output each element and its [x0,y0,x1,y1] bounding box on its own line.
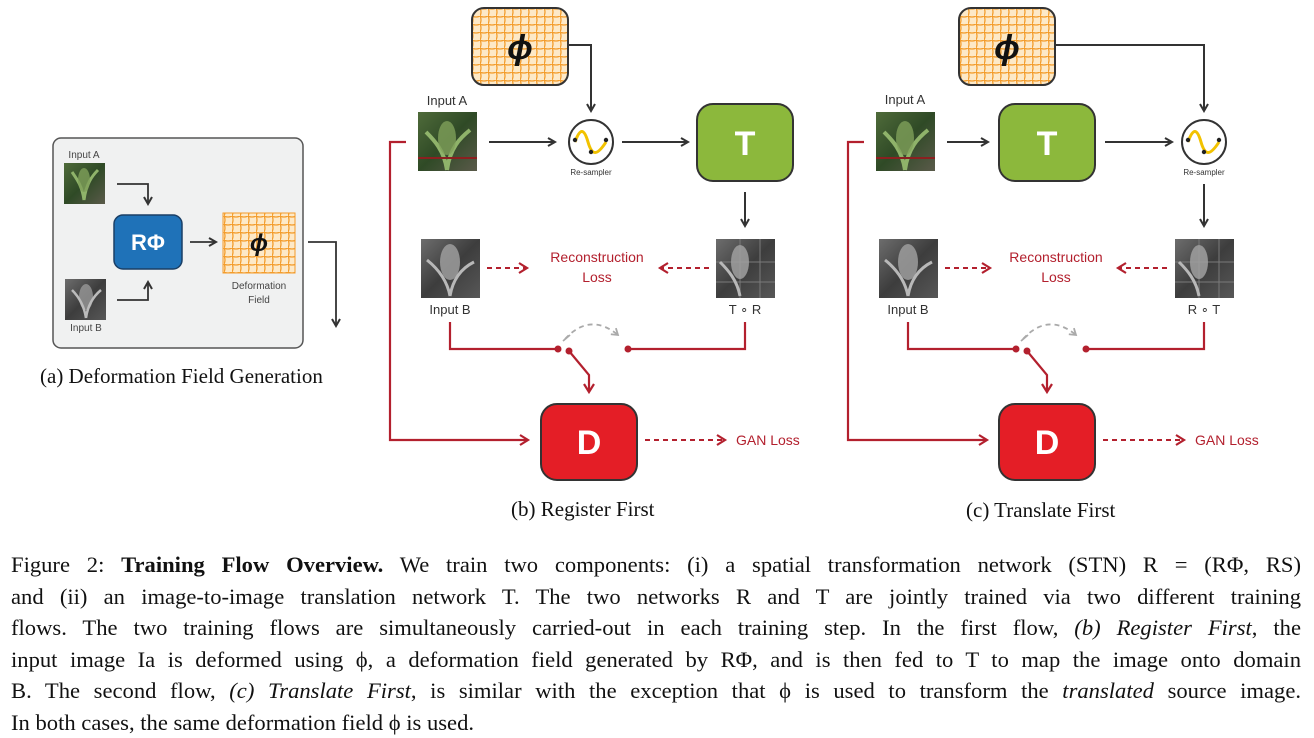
panel-c: ϕ Input A T Re-sampler Input B [848,8,1259,480]
panel-a-input-a-label: Input A [68,150,99,161]
panel-c-caption: (c) Translate First [966,498,1115,523]
panel-a: Input A Input B RΦ ϕ Deformation Field [53,138,336,348]
caption-figure-label: Figure 2: [11,552,104,577]
panel-c-input-b-image [879,239,938,298]
caption-line-6-text: In both cases, the same deformation fiel… [11,710,474,735]
panel-b-output-label: T ∘ R [729,302,761,317]
panel-b-gan-loss-label: GAN Loss [736,432,800,448]
caption-title: Training Flow Overview. [121,552,383,577]
caption-line-3-a: flows. The two training flows are simult… [11,615,1058,640]
panel-c-d-label: D [1035,424,1060,462]
panel-c-output-image [1175,239,1234,298]
panel-c-red-line-input-b [908,322,1016,349]
caption-line-5: B. The second flow, (c) Translate First,… [11,675,1301,707]
panel-a-caption: (a) Deformation Field Generation [40,364,323,389]
panel-b-arrow-phi-to-resampler [568,45,591,111]
panel-c-red-line-output [1086,322,1204,349]
caption-line-6: In both cases, the same deformation fiel… [11,707,1301,738]
panel-b-red-line-output [628,322,745,349]
caption-line-4: input image Ia is deformed using ϕ, a de… [11,644,1301,676]
panel-c-phi-label: ϕ [994,29,1020,67]
panel-c-gan-loss-label: GAN Loss [1195,432,1259,448]
deformation-field-label-line2: Field [248,295,270,306]
panel-b: ϕ Input A Re-sampler T Input B [390,8,800,480]
panel-c-switch-icon [1013,324,1090,392]
panel-b-resampler-sine-icon [569,120,613,164]
caption-line-2-text: and (ii) an image-to-image translation n… [11,584,1301,609]
training-flow-figure: Input A Input B RΦ ϕ Deformation Field ϕ [0,0,1314,530]
panel-c-arrow-phi-to-resampler [1055,45,1204,111]
caption-register-first-ref: (b) Register First [1074,615,1251,640]
panel-a-input-b-image [65,279,106,320]
panel-c-resampler-label: Re-sampler [1183,168,1225,177]
panel-b-phi-label: ϕ [507,29,533,67]
caption-line-1-text: We train two components: (i) a spatial t… [400,552,1301,577]
caption-translate-first-ref: (c) Translate First [229,678,411,703]
caption-translated-word: translated [1062,678,1154,703]
caption-line-5-c: , is similar with the exception that ϕ i… [411,678,1049,703]
panel-b-d-label: D [577,424,602,462]
panel-b-input-b-label: Input B [429,302,470,317]
panel-b-resampler-label: Re-sampler [570,168,612,177]
panel-a-input-a-image [64,163,105,204]
panel-c-input-a-label: Input A [885,92,926,107]
caption-line-2: and (ii) an image-to-image translation n… [11,581,1301,613]
caption-line-3-c: , the [1252,615,1301,640]
panel-a-output-arrow [308,242,336,326]
panel-b-t-label: T [735,125,756,163]
figure-caption: Figure 2: Training Flow Overview. We tra… [11,549,1301,738]
panel-b-input-a-label: Input A [427,93,468,108]
panel-a-phi-label: ϕ [250,230,268,257]
caption-line-1: Figure 2: Training Flow Overview. We tra… [11,549,1301,581]
caption-line-5-e: source image. [1168,678,1301,703]
panel-b-reconstruction-label-line1: Reconstruction [550,249,643,265]
panel-b-caption: (b) Register First [511,497,654,522]
r-phi-label: RΦ [131,230,165,255]
panel-b-output-image [716,239,775,298]
panel-c-output-label: R ∘ T [1188,302,1221,317]
panel-c-input-a-image [876,112,935,171]
panel-c-input-b-label: Input B [887,302,928,317]
panel-c-resampler-sine-icon [1182,120,1226,164]
panel-b-input-b-image [421,239,480,298]
caption-line-5-a: B. The second flow, [11,678,216,703]
caption-line-3: flows. The two training flows are simult… [11,612,1301,644]
panel-a-input-b-label: Input B [70,323,102,334]
panel-b-switch-icon [555,324,632,392]
panel-c-reconstruction-label-line2: Loss [1041,269,1071,285]
panel-c-reconstruction-label-line1: Reconstruction [1009,249,1102,265]
deformation-field-label-line1: Deformation [232,281,286,292]
panel-c-t-label: T [1037,125,1058,163]
panel-b-reconstruction-label-line2: Loss [582,269,612,285]
panel-b-input-a-image [418,112,477,171]
caption-line-4-text: input image Ia is deformed using ϕ, a de… [11,647,1301,672]
panel-b-red-line-input-b [450,322,558,349]
